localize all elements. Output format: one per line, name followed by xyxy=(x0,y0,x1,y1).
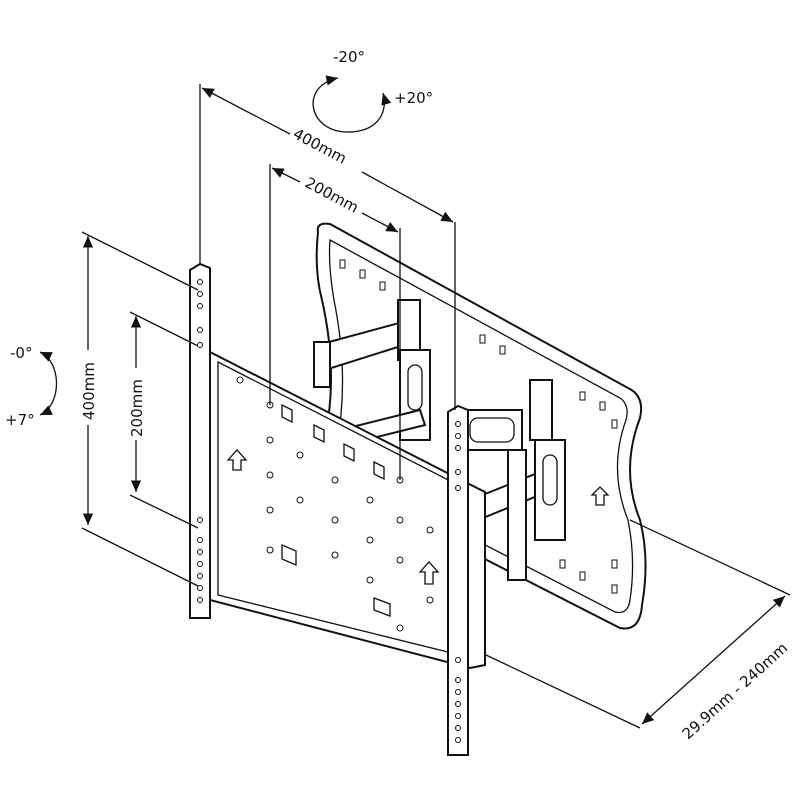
plate-slots xyxy=(281,403,391,617)
swivel-arrow-icon xyxy=(312,75,392,133)
tilt-minus-label: -0° xyxy=(10,344,32,362)
bracket-holes xyxy=(339,259,618,594)
tilt-arrow-icon xyxy=(39,351,58,416)
vertical-inner-dimension: 200mm xyxy=(128,379,146,437)
swivel-minus-label: -20° xyxy=(333,48,365,66)
vertical-outer-dimension: 400mm xyxy=(80,362,98,420)
up-arrow-icon xyxy=(418,561,440,585)
dimension-lines xyxy=(81,84,791,729)
horizontal-inner-dimension: 200mm xyxy=(302,174,362,217)
up-arrow-icon xyxy=(226,449,248,471)
up-arrow-icon xyxy=(590,486,610,506)
left-rail xyxy=(189,262,211,619)
articulating-arms xyxy=(313,299,566,581)
swivel-plus-label: +20° xyxy=(394,89,433,107)
right-rail xyxy=(447,404,469,756)
depth-range-dimension: 29.9mm - 240mm xyxy=(679,639,792,743)
wall-plate-holes xyxy=(236,376,434,632)
tilt-plus-label: +7° xyxy=(5,411,35,429)
